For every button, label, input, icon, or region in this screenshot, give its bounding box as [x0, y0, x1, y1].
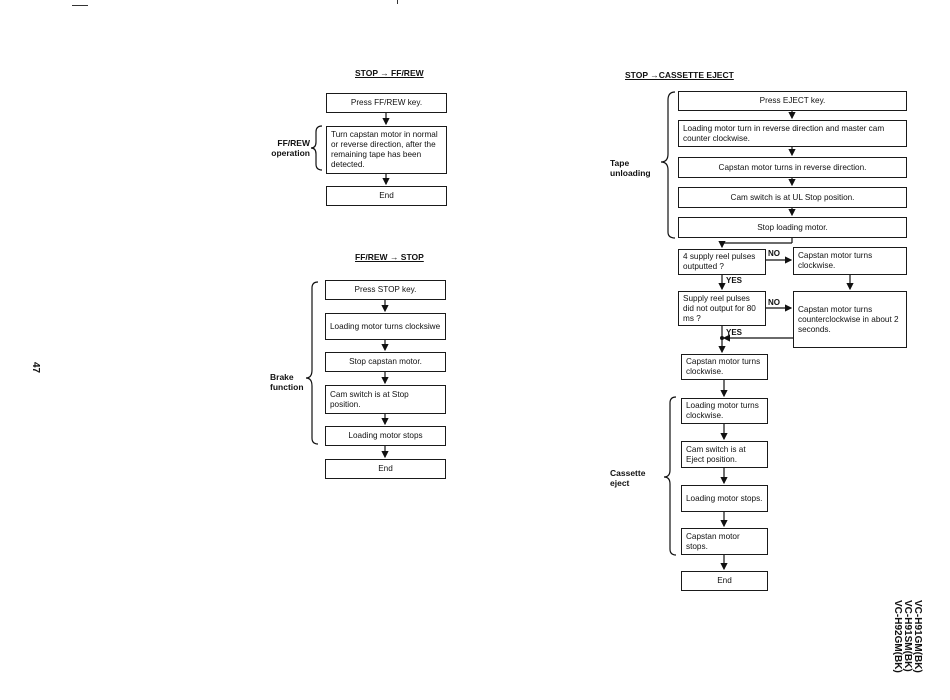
decision-80ms: Supply reel pulses did not output for 80…: [678, 291, 766, 326]
flow-step: Turn capstan motor in normal or reverse …: [326, 126, 447, 174]
flow-step: Cam switch is at Eject position.: [681, 441, 768, 468]
flow-step: Loading motor turns clockwise.: [681, 398, 768, 424]
no-label: NO: [768, 298, 780, 307]
flow-step: Capstan motor turns clockwise.: [793, 247, 907, 275]
flow-step: Press FF/REW key.: [326, 93, 447, 113]
stop-title: FF/REW → STOP: [355, 252, 424, 262]
flow-step: Loading motor turn in reverse direction …: [678, 120, 907, 147]
model-number: VC-H91GM(BK): [912, 600, 923, 673]
flow-end: End: [325, 459, 446, 479]
flow-step: Capstan motor turns in reverse direction…: [678, 157, 907, 178]
flow-step: Capstan motor turns clockwise.: [681, 354, 768, 380]
scan-mark: [397, 0, 398, 4]
yes-label: YES: [726, 328, 743, 337]
flow-step: Stop loading motor.: [678, 217, 907, 238]
ffrew-side-label: FF/REW operation: [271, 138, 310, 158]
no-label: NO: [768, 249, 780, 258]
flow-end: End: [681, 571, 768, 591]
model-numbers: VC-H91GM(BK) VC-H91SM(BK) VC-H92GM(BK): [892, 600, 923, 673]
flow-end: End: [326, 186, 447, 206]
scan-mark: [72, 5, 88, 6]
flow-step: Capstan motor turns counterclockwise in …: [793, 291, 907, 348]
flow-step: Cam switch is at UL Stop position.: [678, 187, 907, 208]
eject-title: STOP →CASSETTE EJECT: [625, 70, 734, 80]
flow-step: Cam switch is at Stop position.: [325, 385, 446, 414]
model-number: VC-H92GM(BK): [892, 600, 903, 673]
ffrew-title: STOP → FF/REW: [355, 68, 424, 78]
flow-step: Press STOP key.: [325, 280, 446, 300]
decision-supply-pulses: 4 supply reel pulses outputted ?: [678, 249, 766, 275]
cassette-eject-label: Cassette eject: [610, 468, 646, 488]
flow-step: Loading motor stops.: [681, 485, 768, 512]
model-number: VC-H91SM(BK): [902, 600, 913, 672]
tape-unloading-label: Tape unloading: [610, 158, 651, 178]
flow-step: Loading motor stops: [325, 426, 446, 446]
flow-step: Loading motor turns clocksiwe: [325, 313, 446, 340]
stop-side-label: Brake function: [270, 372, 304, 392]
flow-step: Stop capstan motor.: [325, 352, 446, 372]
flow-step: Capstan motor stops.: [681, 528, 768, 555]
page-number: 47: [30, 362, 41, 374]
flow-step: Press EJECT key.: [678, 91, 907, 111]
yes-label: YES: [726, 276, 743, 285]
